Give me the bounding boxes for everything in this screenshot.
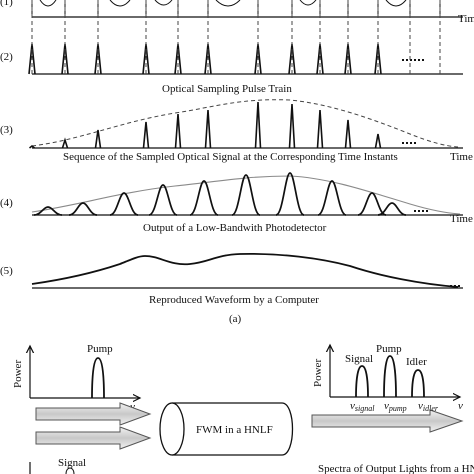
photodetector-pulse [109,192,139,216]
sampled-pulse [142,121,150,149]
signal-label-left: Signal [58,457,86,469]
fwm-label: FWM in a HNLF [196,424,273,436]
sublabel-a: (a) [229,313,242,325]
nu-signal-label: νsignal [350,400,375,413]
panel-3-caption: Sequence of the Sampled Optical Signal a… [63,151,398,163]
panel-4: (4) Output of a Low-Bandwith Photodetect… [0,172,473,234]
panel-2-pulses [28,43,382,75]
sampled-pulse [288,103,296,149]
sampled-pulse [204,109,212,149]
idler-label: Idler [406,356,427,368]
lower-left-spectrum: Power ν Pump [12,343,140,413]
sampled-pulse [374,133,382,149]
sampling-guides [31,0,441,74]
idler-peak [411,369,425,398]
right-nu-label: ν [458,400,463,412]
sampled-pulse [254,101,262,149]
sampled-pulse [61,137,69,149]
nu-idler-label: νidler [418,400,439,413]
pump-label-right: Pump [376,343,402,355]
photodetector-pulse [148,184,178,216]
input-arrow-bottom [35,426,152,450]
pump-label-left: Pump [87,343,113,355]
panel-5-caption: Reproduced Waveform by a Computer [149,294,319,306]
lower-right-spectrum: Power Signal Pump Idler νsignal νpump νi… [312,343,463,413]
sampled-pulse [94,129,102,149]
left-nu-label: ν [130,401,135,413]
panel-3-time-label: Time [450,151,473,163]
photodetector-pulse [68,202,98,216]
panel-1-number: (1) [0,0,13,8]
panel-4-envelope [31,175,461,215]
panel-4-number: (4) [0,197,13,209]
output-arrow [311,409,464,433]
panel-5: (5) Reproduced Waveform by a Computer [0,252,463,306]
panel-3-number: (3) [0,124,13,136]
output-arrow-shape [311,409,464,433]
photodetector-pulse [377,202,407,216]
nu-pump-label: νpump [384,400,407,413]
signal-label: Signal [345,353,373,365]
sampled-pulse [174,113,182,149]
panel-2-number: (2) [0,51,13,63]
panel-4-time-label: Time [450,213,473,225]
fiber-end [159,402,185,456]
left-power-label: Power [12,360,24,388]
panel-4-photodetector-pulses [33,172,407,216]
panel-2: (2) Optical Sampling Pulse Train [0,43,463,95]
spectra-caption: Spectra of Output Lights from a HNLF [318,463,474,474]
sampled-pulse [29,144,35,149]
photodetector-pulse [189,180,219,216]
photodetector-pulse [317,180,347,216]
lower-left-spectrum-2: Signal [29,457,86,474]
right-power-label: Power [312,359,324,387]
photodetector-pulse [275,172,305,216]
panel-1-time-label: Time [458,13,474,25]
panel-1-signal-arcs [39,0,407,7]
sampled-pulse [316,109,324,149]
panel-4-caption: Output of a Low-Bandwith Photodetector [143,222,327,234]
signal-peak-left [65,467,75,474]
input-arrow-top [35,402,152,426]
photodetector-pulse [231,174,261,216]
pump-peak [91,357,105,399]
photodetector-pulse [357,192,387,216]
panel-5-reproduced-waveform [31,252,459,288]
panel-2-caption: Optical Sampling Pulse Train [162,83,292,95]
panel-3-pulses [29,101,382,149]
pump-peak-right [383,355,397,398]
panel-3: (3) Sequence of the Sampled Optical Sign… [0,99,473,163]
sampled-pulse [344,119,352,149]
hnlf-fiber: FWM in a HNLF [159,402,294,456]
photodetector-pulse [33,206,63,216]
signal-peak [355,365,369,398]
fiber-body [172,402,294,456]
panel-1: (1) Time [0,0,474,25]
panel-1-pulse-markers [31,0,441,17]
panel-5-number: (5) [0,265,13,277]
input-arrows [35,402,152,450]
